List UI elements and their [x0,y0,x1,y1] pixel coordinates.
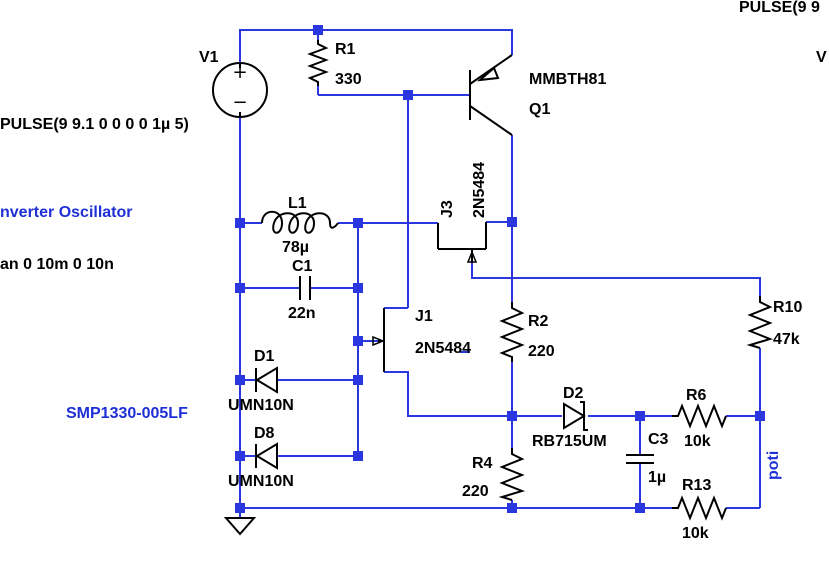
j1-part-label: 2N5484 [415,340,471,357]
r6-value-label: 10k [684,433,711,450]
r4-resistor-symbol[interactable] [498,448,526,501]
j1-name-label: J1 [415,308,433,325]
r4-name-label: R4 [472,455,493,472]
r13-value-label: 10k [682,525,709,542]
c1-capacitor-symbol[interactable] [299,276,311,300]
wires [239,29,761,518]
l1-name-label: L1 [288,195,307,212]
d1-diode-symbol[interactable] [255,366,278,394]
c3-value-label: 1µ [648,469,666,486]
r1-resistor-symbol[interactable] [307,40,329,86]
d2-part-label: RB715UM [532,433,607,450]
c1-name-label: C1 [292,258,313,275]
l1-inductor-symbol[interactable] [261,210,339,234]
net-label-poti: poti [765,451,782,480]
j3-jfet-symbol[interactable] [437,222,487,263]
q1-part-label: MMBTH81 [529,71,606,88]
r2-value-label: 220 [528,343,555,360]
r2-name-label: R2 [528,313,549,330]
ground-icon [223,508,257,536]
svg-text:+: + [232,62,247,83]
r4-value-label: 220 [462,483,489,500]
c3-name-label: C3 [648,431,669,448]
r10-name-label: R10 [773,299,802,316]
d1-name-label: D1 [254,348,275,365]
svg-text:−: − [232,92,247,113]
v1-name-label: V1 [199,49,219,66]
q1-name-label: Q1 [529,101,550,118]
comment-tran-directive: an 0 10m 0 10n [0,256,114,273]
d2-name-label: D2 [563,385,584,402]
d8-name-label: D8 [254,425,275,442]
j3-part-label: 2N5484 [471,162,488,218]
top-right-v-label: V [816,49,827,66]
d8-part-label: UMN10N [228,473,294,490]
c3-capacitor-symbol[interactable] [626,454,654,464]
j3-name-label: J3 [439,200,456,218]
l1-value-label: 78µ [282,239,309,256]
r10-value-label: 47k [773,331,800,348]
v1-value-label: PULSE(9 9.1 0 0 0 0 1µ 5) [0,116,189,133]
r2-resistor-symbol[interactable] [499,302,525,362]
c1-value-label: 22n [288,305,316,322]
j1-jfet-symbol[interactable] [372,308,386,372]
d8-diode-symbol[interactable] [255,442,278,470]
r1-name-label: R1 [335,41,356,58]
r1-value-label: 330 [335,71,362,88]
r13-resistor-symbol[interactable] [672,495,727,521]
q1-transistor-symbol[interactable] [469,54,513,136]
r10-resistor-symbol[interactable] [746,296,774,349]
r13-name-label: R13 [682,477,711,494]
comment-oscillator: nverter Oscillator [0,204,133,221]
d1-part-label: UMN10N [228,397,294,414]
v1-source-symbol[interactable]: + − [212,62,268,118]
r6-resistor-symbol[interactable] [672,403,727,429]
top-right-value-label: PULSE(9 9 [739,0,820,16]
junction-dots [235,25,765,513]
r6-name-label: R6 [686,387,707,404]
comment-varactor: SMP1330-005LF [66,405,188,422]
d2-diode-symbol[interactable] [563,401,588,431]
